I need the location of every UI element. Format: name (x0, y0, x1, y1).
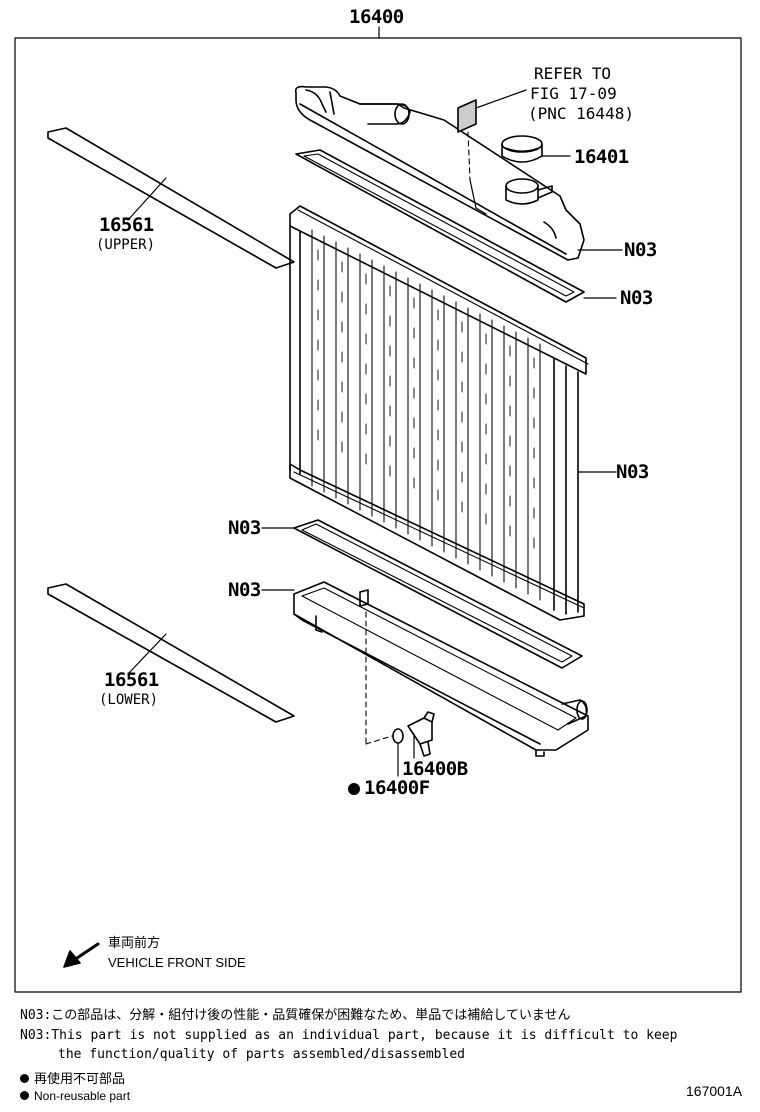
drain-oring-part-number: 16400F (364, 777, 430, 799)
note-jp: N03:この部品は、分解・組付け後の性能・品質確保が困難なため、単品では補給して… (20, 1008, 571, 1023)
vehicle-front-arrow-icon (63, 942, 100, 968)
core-part-number: N03 (616, 461, 649, 483)
diagram-frame (14, 37, 742, 993)
upper-seal (47, 127, 295, 269)
legend-en-row: Non-reusable part (20, 1090, 130, 1102)
legend-en: Non-reusable part (34, 1089, 131, 1103)
lower-seal (47, 583, 295, 723)
orientation-label-jp: 車両前方 (108, 935, 161, 950)
cap-part-number: 16401 (574, 146, 629, 168)
lower-gasket-part-number: N03 (228, 517, 261, 539)
radiator-cap (501, 135, 571, 163)
upper-tank-part-number: N03 (624, 239, 657, 261)
reference-tag (457, 89, 527, 181)
radiator-core (289, 205, 617, 621)
drain-o-ring (392, 728, 404, 777)
upper-gasket (295, 149, 617, 303)
lower-seal-subtitle: (LOWER) (99, 692, 159, 708)
note-en-line-2: the function/quality of parts assembled/… (58, 1047, 465, 1062)
note-en-line-1: N03:This part is not supplied as an indi… (20, 1028, 678, 1043)
drain-oring-callout: 16400F (348, 779, 430, 798)
legend-jp: 再使用不可部品 (34, 1071, 126, 1086)
upper-tank (294, 85, 585, 261)
lower-tank (261, 581, 589, 757)
non-reusable-dot-icon (348, 783, 360, 795)
legend-dot-icon (20, 1074, 29, 1083)
lower-gasket (261, 519, 583, 669)
upper-gasket-part-number: N03 (620, 287, 653, 309)
refer-line-1: REFER TO (534, 64, 612, 83)
drain-cock (407, 711, 435, 759)
legend-jp-row: 再使用不可部品 (20, 1072, 125, 1085)
upper-seal-subtitle: (UPPER) (96, 237, 156, 253)
orientation-label-en: VEHICLE FRONT SIDE (108, 955, 246, 970)
upper-seal-part-number: 16561 (99, 214, 154, 236)
refer-line-2: FIG 17-09 (530, 84, 617, 103)
lower-tank-part-number: N03 (228, 579, 261, 601)
refer-line-3: (PNC 16448) (528, 104, 634, 123)
assembly-part-number: 16400 (349, 6, 404, 28)
drain-cock-part-number: 16400B (402, 758, 468, 780)
figure-id: 167001A (686, 1083, 743, 1099)
legend-dot-icon-2 (20, 1091, 29, 1100)
lower-seal-part-number: 16561 (104, 669, 159, 691)
